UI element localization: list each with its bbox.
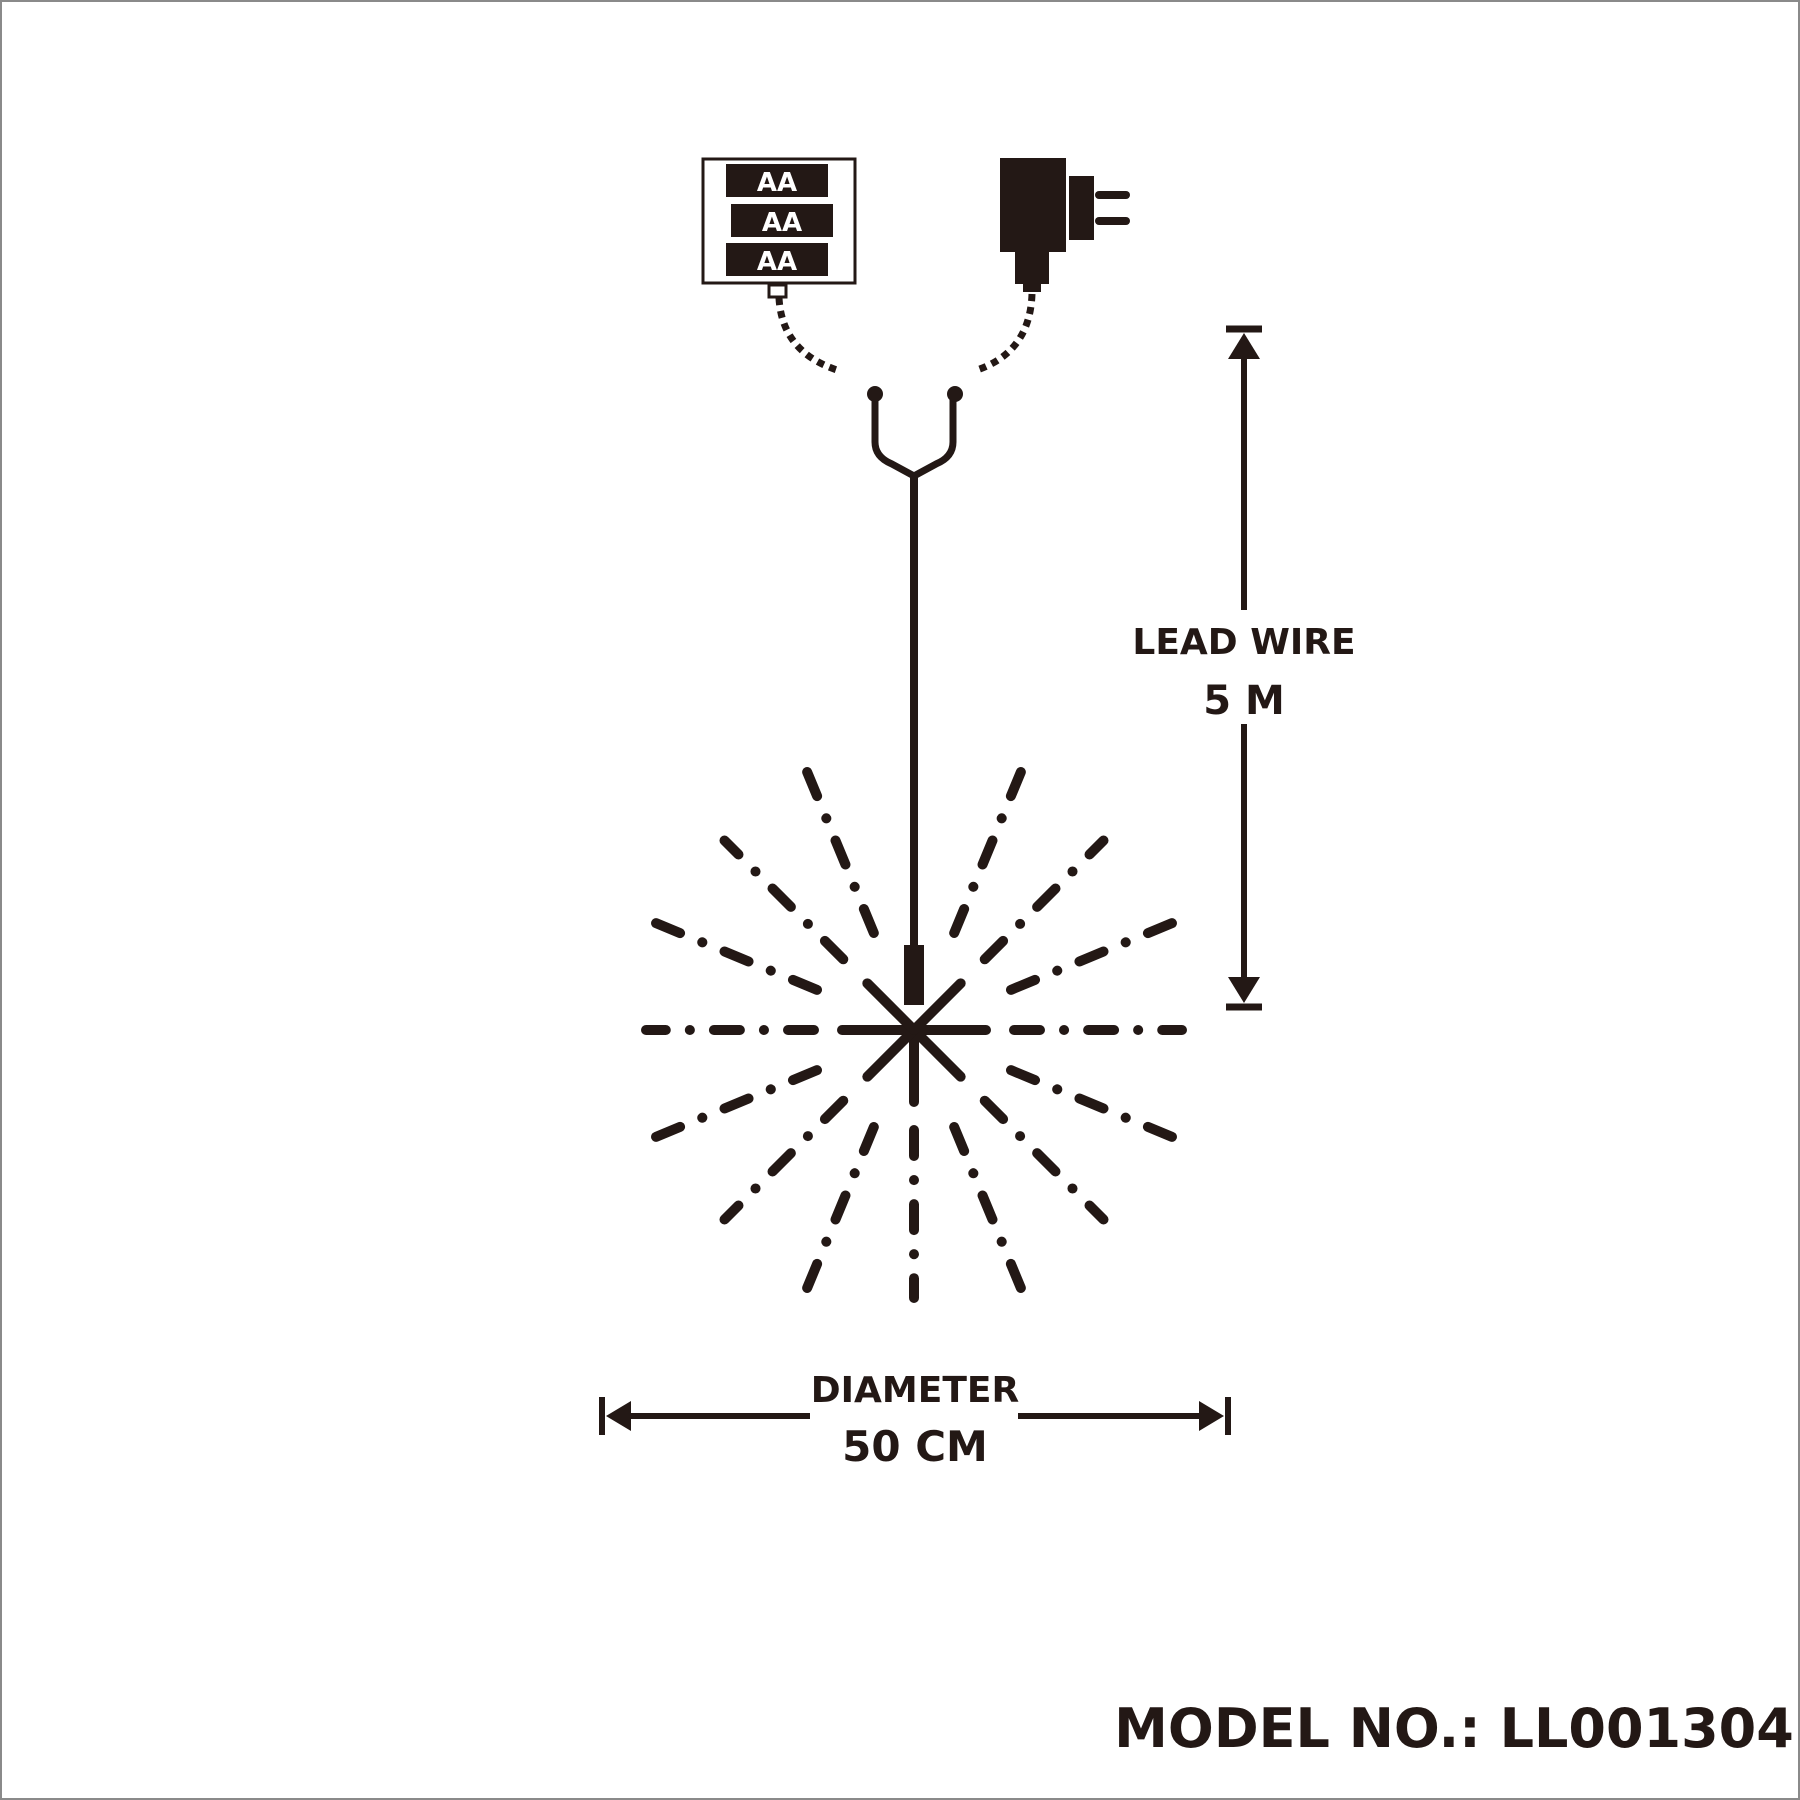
starburst-ray <box>801 764 879 938</box>
starburst-icon <box>641 764 1187 1303</box>
diameter-label: DIAMETER <box>810 1370 1020 1411</box>
svg-text:AA: AA <box>757 168 797 198</box>
model-number: MODEL NO.: LL001304 <box>1114 1697 1794 1760</box>
starburst-ray <box>1006 917 1180 995</box>
lead-wire-value: 5 M <box>1203 678 1285 724</box>
starburst-ray <box>979 835 1109 965</box>
power-adapter-icon <box>1000 158 1130 292</box>
hub-block <box>904 945 924 1005</box>
starburst-ray <box>949 764 1027 938</box>
y-connector-icon <box>867 386 963 480</box>
battery-cord <box>775 297 839 374</box>
battery-pack-icon: AA AA AA <box>701 157 857 299</box>
starburst-ray <box>1006 1065 1180 1143</box>
starburst-ray <box>979 1095 1109 1225</box>
adapter-cord <box>975 293 1036 374</box>
lead-wire-label: LEAD WIRE <box>1132 622 1356 663</box>
diameter-dimension-arrow <box>599 1397 1231 1435</box>
lead-wire-dimension-arrow <box>1226 325 1262 1011</box>
starburst-ray <box>949 1122 1027 1296</box>
diameter-value: 50 CM <box>842 1422 988 1471</box>
starburst-spoke <box>909 1025 966 1082</box>
starburst-spoke <box>862 1025 919 1082</box>
starburst-ray <box>801 1122 879 1296</box>
starburst-ray <box>648 1065 822 1143</box>
starburst-ray <box>648 917 822 995</box>
svg-text:AA: AA <box>757 247 797 277</box>
starburst-ray <box>719 1095 849 1225</box>
starburst-spoke <box>862 978 919 1035</box>
svg-text:AA: AA <box>762 208 802 238</box>
starburst-ray <box>719 835 849 965</box>
starburst-spoke <box>909 978 966 1035</box>
